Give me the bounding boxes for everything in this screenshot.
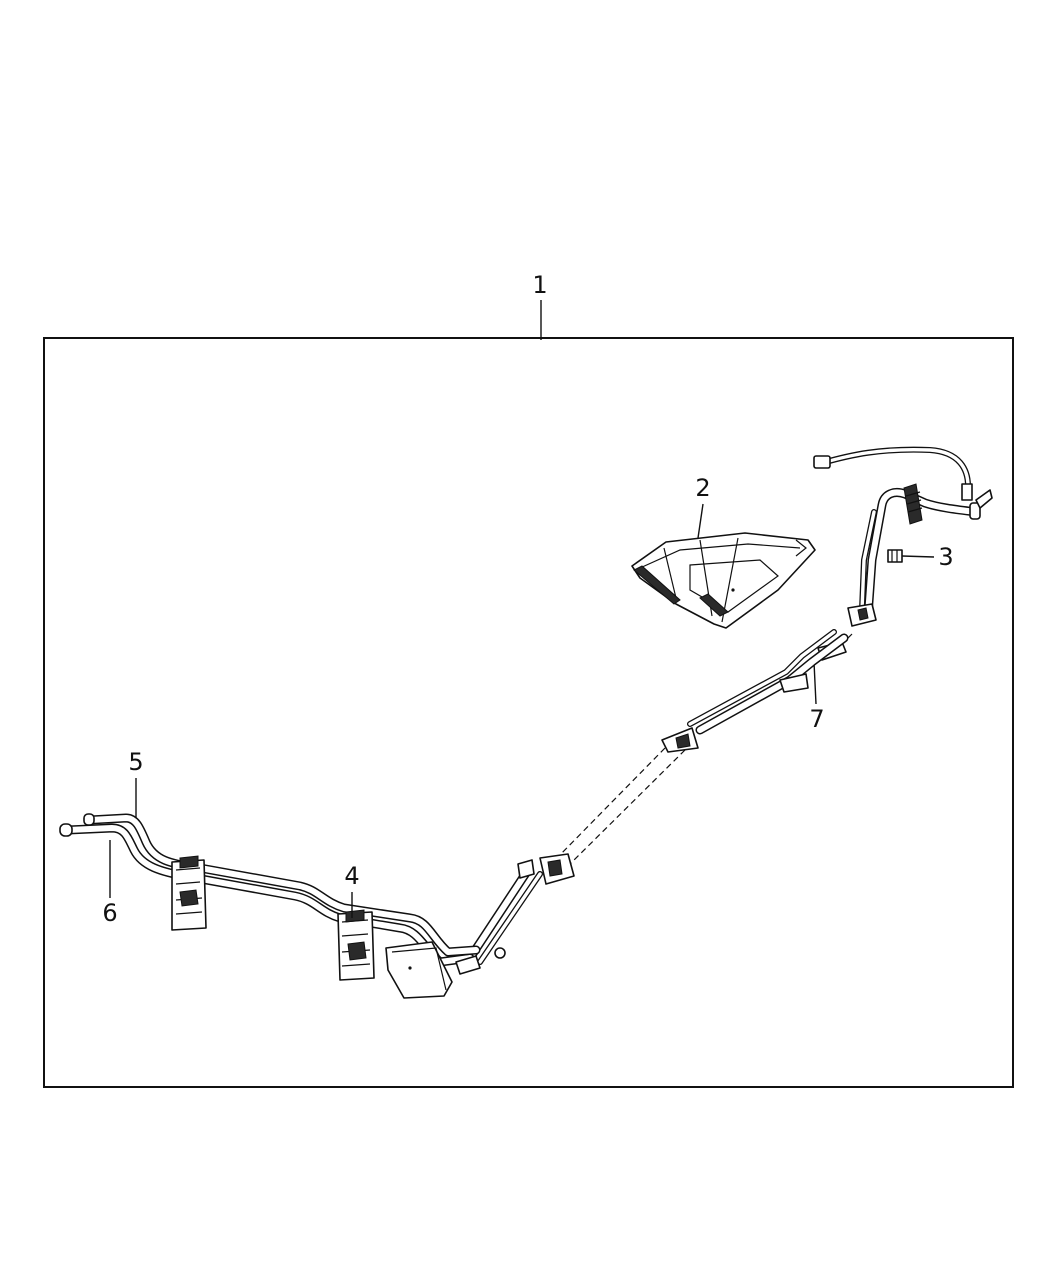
heat-shield — [631, 532, 816, 629]
dashed-guide-b — [567, 749, 686, 867]
upper-hose — [813, 446, 973, 501]
callout-3: 3 — [938, 543, 953, 571]
callout-5: 5 — [128, 748, 143, 776]
leader-7 — [813, 661, 817, 705]
leader-2 — [697, 503, 704, 539]
kit-frame — [43, 337, 1014, 1088]
callout-4: 4 — [344, 862, 359, 890]
dashed-guide-a — [554, 747, 666, 861]
middle-tube-run — [661, 629, 849, 753]
center-clip-bracket — [337, 909, 375, 981]
lower-shield-plate — [385, 941, 481, 999]
callout-1: 1 — [532, 271, 547, 299]
lower-middle-tube — [465, 853, 575, 965]
leader-3 — [901, 555, 935, 558]
lower-tube-run — [59, 813, 481, 967]
left-clip-bracket — [171, 855, 207, 931]
callout-6: 6 — [102, 899, 117, 927]
rear-tube-assembly — [847, 483, 993, 627]
callout-2: 2 — [695, 474, 710, 502]
fitting — [887, 549, 903, 563]
callout-7: 7 — [809, 705, 824, 733]
